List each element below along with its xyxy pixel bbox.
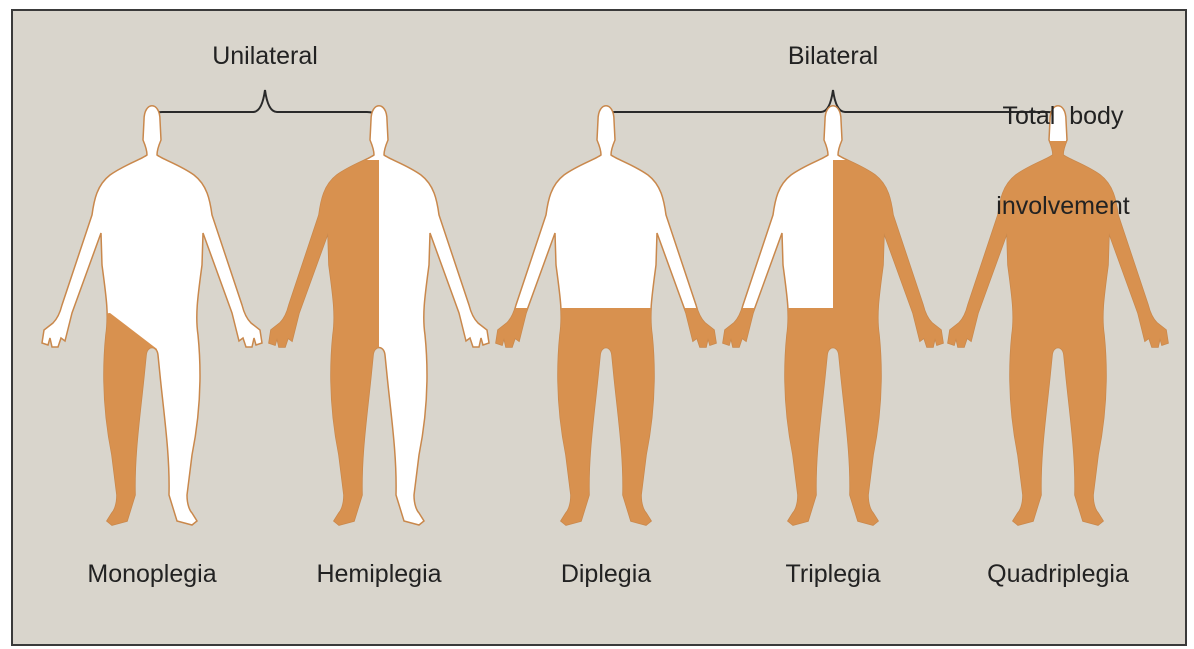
group-label-unilateral: Unilateral	[212, 41, 318, 71]
group-label-total: Total body involvement	[996, 41, 1129, 251]
group-label-total-line1: Total body	[996, 101, 1129, 131]
affected-region	[269, 106, 489, 525]
group-label-bilateral: Bilateral	[788, 41, 878, 71]
caption-diplegia: Diplegia	[561, 560, 651, 589]
body-figure-monoplegia	[42, 106, 262, 525]
affected-region	[723, 106, 943, 525]
caption-monoplegia: Monoplegia	[87, 560, 216, 589]
caption-triplegia: Triplegia	[786, 560, 881, 589]
body-silhouette	[42, 106, 262, 525]
caption-quadriplegia: Quadriplegia	[987, 560, 1129, 589]
caption-hemiplegia: Hemiplegia	[316, 560, 441, 589]
group-label-total-line2: involvement	[996, 191, 1129, 221]
body-figure-triplegia	[723, 106, 943, 525]
body-figure-hemiplegia	[269, 106, 489, 525]
body-figure-diplegia	[496, 106, 716, 525]
bracket-unilateral	[148, 90, 381, 126]
